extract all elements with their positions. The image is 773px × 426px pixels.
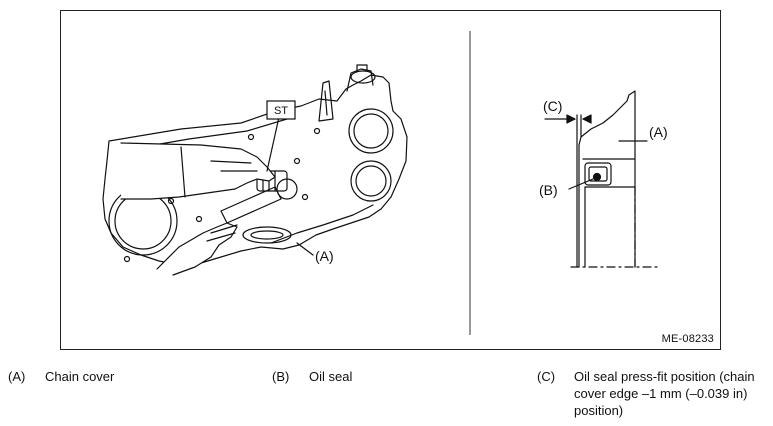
figure-id-label: ME-08233 <box>661 333 714 345</box>
legend-key: (B) <box>272 369 290 384</box>
st-label: ST <box>274 105 288 117</box>
chain-cover-outline <box>102 74 408 266</box>
oil-seal <box>584 162 612 186</box>
lower-hand <box>156 222 238 276</box>
right-callout-a: (A) <box>649 124 668 140</box>
upper-hand <box>120 142 276 200</box>
right-callout-b: (B) <box>539 182 558 198</box>
figure-frame: ST (A) <box>60 10 721 350</box>
legend-key: (C) <box>537 369 556 384</box>
legend-text: Oil seal <box>309 369 353 384</box>
legend: (A) Chain cover (B) Oil seal (C) Oil sea… <box>0 368 773 426</box>
right-view <box>544 90 658 268</box>
legend-key: (A) <box>8 369 26 384</box>
figure-drawing: ST (A) <box>102 31 668 335</box>
hammer-handle <box>220 186 282 224</box>
legend-text: Oil seal press-fit position (chain cover… <box>574 369 755 418</box>
chain-cover-section <box>578 90 636 268</box>
st-label-box <box>266 100 296 120</box>
special-tool-body <box>256 170 288 192</box>
right-callout-c: (C) <box>543 98 562 114</box>
left-callout-a: (A) <box>315 248 334 264</box>
left-view <box>102 64 408 276</box>
legend-text: Chain cover <box>45 369 115 384</box>
